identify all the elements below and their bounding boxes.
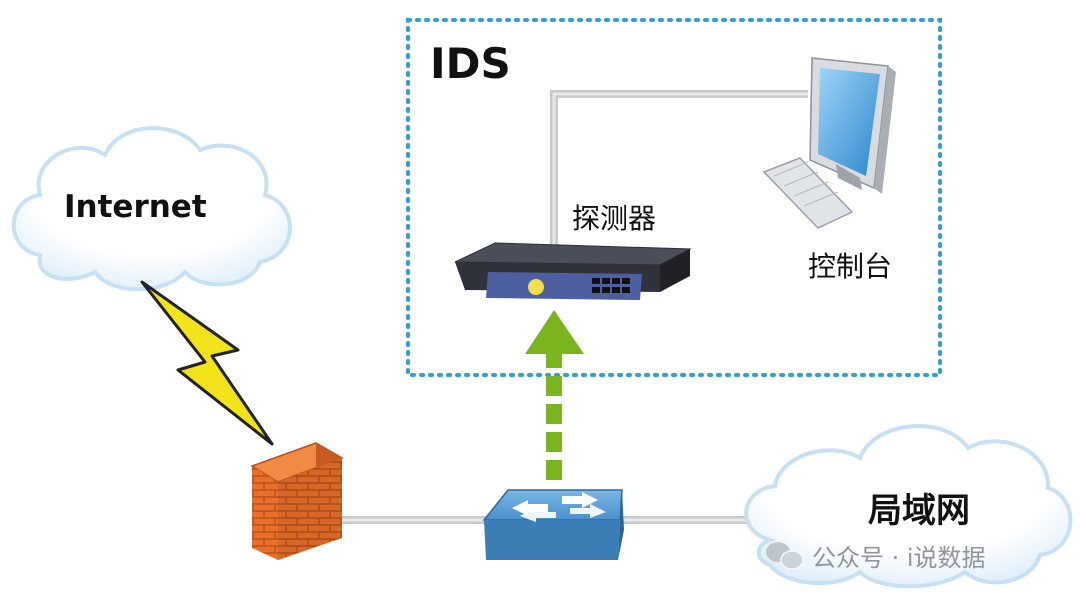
lan-label: 局域网 xyxy=(868,491,970,531)
sensor-appliance-icon xyxy=(454,242,692,300)
firewall-icon xyxy=(250,442,344,560)
internet-label: Internet xyxy=(64,189,207,225)
ids-label: IDS xyxy=(430,39,511,88)
console-label: 控制台 xyxy=(808,250,892,283)
lightning-icon xyxy=(140,280,274,446)
lan-cloud-icon xyxy=(744,424,1073,589)
watermark-text: 公众号 · i说数据 xyxy=(812,544,986,572)
internet-cloud-icon xyxy=(11,126,292,292)
wechat-icon xyxy=(766,542,804,570)
cables xyxy=(340,90,808,524)
network-switch-icon xyxy=(482,489,624,560)
traffic-mirror-arrow xyxy=(525,310,584,480)
ids-boundary xyxy=(406,18,942,377)
console-computer-icon xyxy=(762,57,896,229)
sensor-label: 探测器 xyxy=(572,202,656,235)
